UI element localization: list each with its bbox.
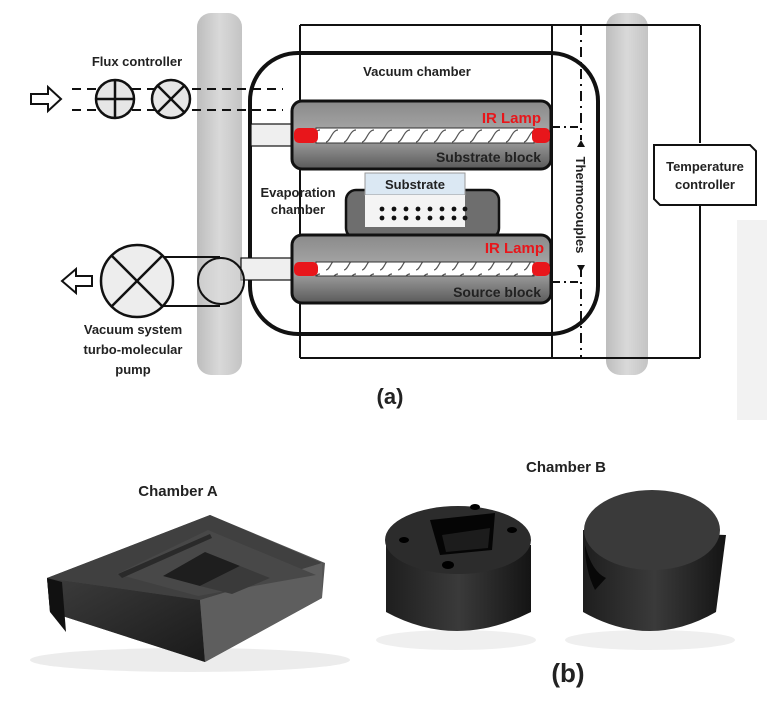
substrate-block	[290, 99, 553, 171]
source-block-label: Source block	[453, 284, 541, 300]
vacuum-chamber-outline	[248, 51, 600, 336]
pump-label-line2: turbo-molecular	[84, 342, 183, 357]
temperature-controller-label-line2: controller	[675, 177, 735, 192]
thermocouples-label: Thermocouples	[573, 157, 588, 254]
arrow-right-icon	[30, 84, 63, 114]
temperature-controller-box	[653, 144, 757, 206]
pump-label-line3: pump	[115, 362, 150, 377]
right-wall-flange	[606, 13, 648, 375]
source-feedthrough	[240, 257, 297, 281]
flux-controller-label: Flux controller	[92, 54, 182, 69]
ir-lamp-bottom-label: IR Lamp	[485, 240, 544, 257]
frame-lines	[299, 24, 701, 359]
chamber-a-label: Chamber A	[138, 483, 218, 500]
source-block	[290, 233, 553, 305]
panel-b-label: (b)	[551, 658, 584, 688]
ir-lamp-top-end-right	[532, 128, 550, 143]
evaporant-particles	[379, 206, 468, 221]
substrate-feedthrough	[250, 123, 297, 147]
thermocouple-lines	[552, 25, 582, 358]
panel-a-label: (a)	[377, 384, 404, 409]
chamber-a-render	[30, 515, 350, 672]
chamber-b-part-2	[565, 490, 735, 650]
ir-lamp-bottom-end-left	[294, 262, 318, 276]
ir-lamp-top-end-left	[294, 128, 318, 143]
ir-lamp-top-label: IR Lamp	[482, 110, 541, 127]
substrate-block-label: Substrate block	[436, 149, 541, 165]
arrow-left-icon	[60, 266, 93, 296]
vacuum-chamber-label: Vacuum chamber	[363, 64, 471, 79]
thermocouple-arrow-down-icon	[577, 265, 585, 272]
ir-lamp-top-coil	[315, 127, 535, 144]
pump-valve-icon	[99, 243, 175, 319]
ir-lamp-bottom-end-right	[532, 262, 550, 276]
circle-x-icon	[150, 78, 192, 120]
substrate-label: Substrate	[385, 177, 445, 192]
pump-pipe-end	[197, 257, 245, 305]
evaporant-well	[365, 195, 465, 227]
evaporation-chamber-label-line2: chamber	[271, 202, 325, 217]
chamber-b-label: Chamber B	[526, 459, 606, 476]
thermocouple-arrow-up-icon	[577, 140, 585, 147]
ir-lamp-bottom-coil	[315, 261, 535, 277]
pump-label-line1: Vacuum system	[84, 322, 182, 337]
chamber-b-part-1	[376, 504, 536, 650]
pump-pipe	[163, 256, 220, 307]
temperature-controller-label-line1: Temperature	[666, 159, 744, 174]
circle-plus-icon	[94, 78, 136, 120]
background-shade	[737, 220, 767, 420]
left-wall-flange	[197, 13, 242, 375]
evaporation-chamber-label-line1: Evaporation	[260, 185, 335, 200]
